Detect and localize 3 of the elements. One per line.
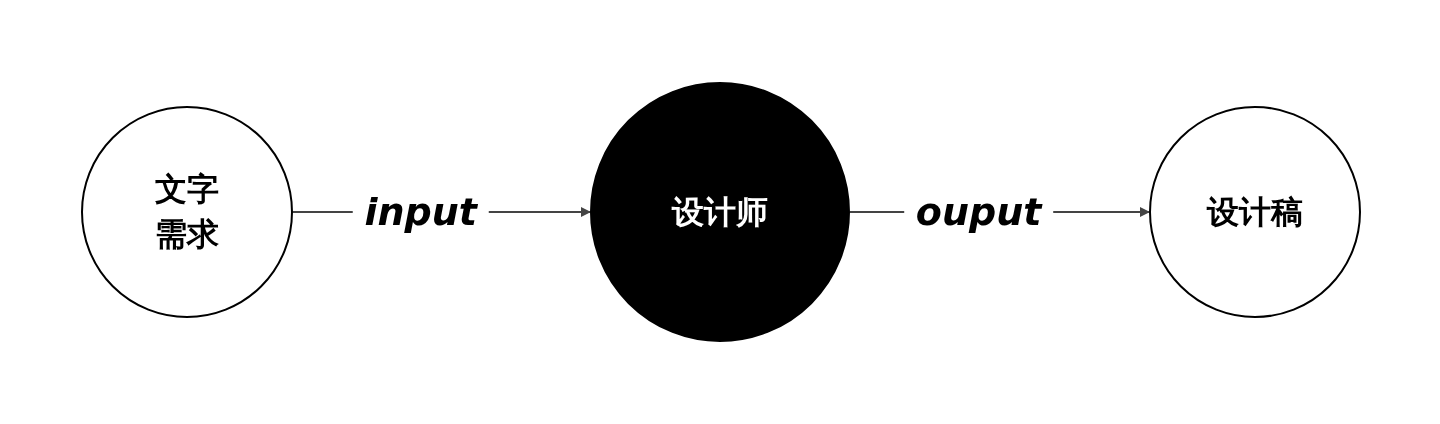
node-label: 文字需求 (154, 169, 220, 255)
node-label: 设计师 (670, 191, 769, 233)
node-label: 设计稿 (1205, 191, 1304, 233)
